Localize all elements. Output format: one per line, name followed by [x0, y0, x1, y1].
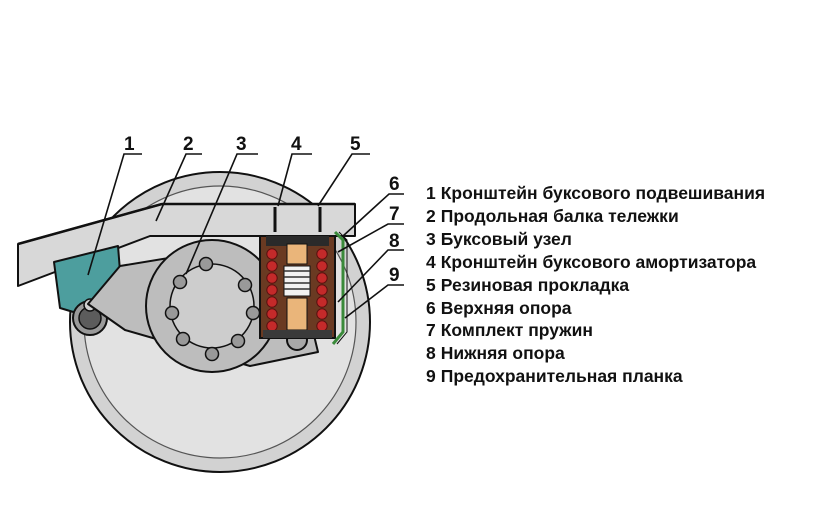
legend-item-number: 2 — [426, 205, 436, 226]
legend-item-number: 9 — [426, 366, 436, 387]
callout-3: 3 — [236, 134, 247, 155]
callout-6: 6 — [389, 174, 400, 195]
legend-item-number: 7 — [426, 320, 436, 341]
legend-item-number: 1 — [426, 183, 436, 203]
callout-2: 2 — [183, 134, 194, 155]
upper-support — [266, 236, 329, 246]
legend-item-text: Нижняя опора — [440, 343, 565, 364]
rubber-pad — [286, 243, 308, 265]
lower-support — [263, 330, 332, 338]
callout-7: 7 — [389, 204, 400, 225]
legend-item-text: Кронштейн буксового подвешивания — [440, 183, 766, 203]
legend-item-text: Буксовый узел — [440, 228, 572, 249]
spring-set-left — [266, 248, 278, 332]
legend-item-number: 6 — [426, 297, 436, 318]
callout-numbers: 1 2 3 4 5 6 7 8 9 — [124, 134, 400, 286]
legend-item-text: Кронштейн буксового амортизатора — [440, 251, 757, 272]
legend-item-number: 5 — [426, 274, 436, 295]
legend-item-text: Резиновая прокладка — [440, 274, 630, 295]
spring-assembly — [259, 235, 336, 339]
callout-8: 8 — [389, 231, 400, 252]
callout-5: 5 — [350, 134, 361, 155]
leader-lines — [87, 153, 404, 319]
callout-9: 9 — [389, 265, 400, 286]
legend-item-text: Продольная балка тележки — [440, 205, 679, 226]
legend-item-number: 3 — [426, 228, 436, 249]
callout-1: 1 — [124, 134, 135, 155]
callout-4: 4 — [291, 134, 302, 155]
legend-item-number: 4 — [426, 251, 436, 272]
legend-item-text: Верхняя опора — [440, 297, 572, 318]
legend-item-text: Предохранительная планка — [440, 366, 683, 387]
legend-item-text: Комплект пружин — [440, 320, 593, 341]
axle-box — [145, 239, 279, 373]
legend-item-number: 8 — [426, 343, 436, 364]
